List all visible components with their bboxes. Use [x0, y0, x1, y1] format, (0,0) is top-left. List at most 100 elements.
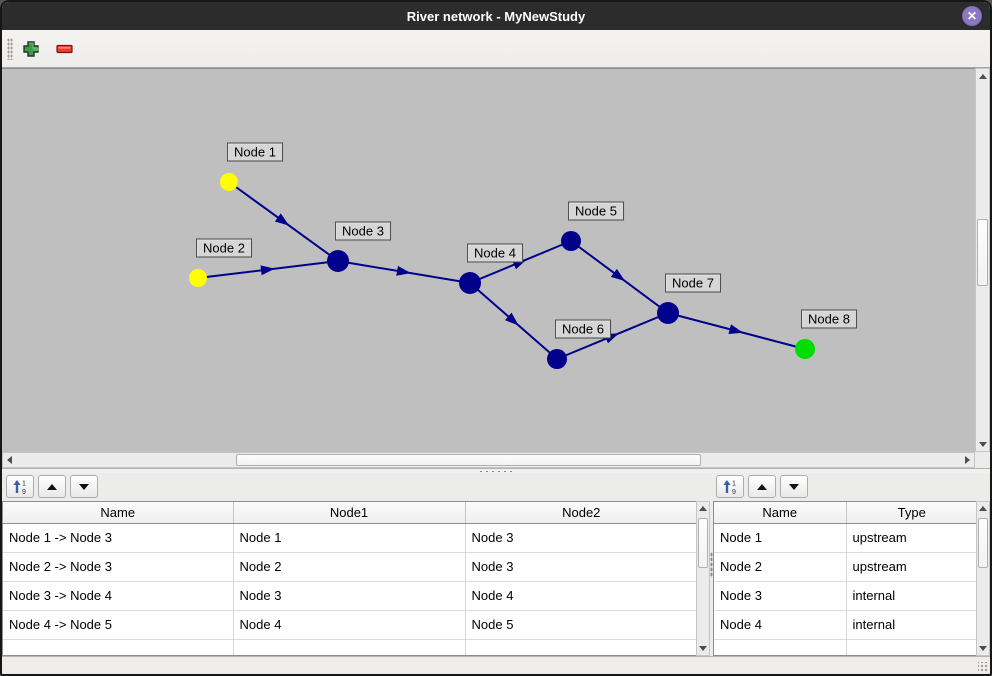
vscroll-thumb[interactable]	[977, 219, 988, 286]
reaches-move-down-button[interactable]	[70, 475, 98, 498]
vscroll-up-button[interactable]	[697, 502, 709, 515]
splitter-grip-icon	[478, 469, 514, 473]
horizontal-splitter[interactable]	[2, 468, 990, 473]
reaches-move-up-button[interactable]	[38, 475, 66, 498]
nodes-move-up-button[interactable]	[748, 475, 776, 498]
node-label[interactable]: Node 1	[227, 142, 283, 162]
cell-name[interactable]: Node 3	[714, 581, 847, 611]
hscroll-left-button[interactable]	[3, 453, 16, 467]
column-header-name[interactable]: Name	[3, 502, 234, 524]
cell-node2[interactable]: Node 5	[465, 610, 696, 640]
network-node[interactable]	[795, 339, 815, 359]
close-button[interactable]: ✕	[962, 6, 982, 26]
cell-name[interactable]: Node 2 -> Node 3	[3, 552, 234, 582]
move-down-icon	[79, 483, 89, 490]
network-node[interactable]	[561, 231, 581, 251]
network-node[interactable]	[547, 349, 567, 369]
cell-node2[interactable]: Node 3	[465, 523, 696, 553]
cell-type[interactable]: internal	[846, 610, 976, 640]
titlebar[interactable]: River network - MyNewStudy ✕	[2, 2, 990, 30]
cell-name[interactable]: Node 4	[714, 610, 847, 640]
cell-empty[interactable]	[714, 639, 847, 655]
cell-empty[interactable]	[465, 639, 696, 655]
cell-type[interactable]: upstream	[846, 552, 976, 582]
network-svg	[189, 173, 815, 369]
resize-grip-icon[interactable]	[978, 662, 988, 672]
network-node[interactable]	[459, 272, 481, 294]
arrow-up-icon	[699, 506, 707, 511]
flow-direction-arrow-icon	[504, 312, 519, 326]
vscroll-up-button[interactable]	[977, 502, 989, 515]
vscroll-down-button[interactable]	[977, 642, 989, 655]
cell-node2[interactable]: Node 3	[465, 552, 696, 582]
add-plus-icon	[23, 41, 39, 57]
cell-node2[interactable]: Node 4	[465, 581, 696, 611]
cell-empty[interactable]	[846, 639, 976, 655]
cell-empty[interactable]	[233, 639, 466, 655]
cell-node1[interactable]: Node 2	[233, 552, 466, 582]
cell-type[interactable]: internal	[846, 581, 976, 611]
add-node-button[interactable]	[20, 38, 42, 60]
sort-ascending-icon: 1 9	[13, 479, 26, 495]
node-label[interactable]: Node 2	[196, 238, 252, 258]
node-label[interactable]: Node 6	[555, 319, 611, 339]
vscroll-down-button[interactable]	[697, 642, 709, 655]
cell-name[interactable]: Node 4 -> Node 5	[3, 610, 234, 640]
move-up-icon	[757, 483, 767, 490]
vertical-splitter[interactable]	[710, 473, 713, 656]
cell-type[interactable]: upstream	[846, 523, 976, 553]
nodes-vscrollbar[interactable]	[976, 501, 990, 656]
hscroll-thumb[interactable]	[236, 454, 701, 466]
nodes-move-down-button[interactable]	[780, 475, 808, 498]
nodes-sort-button[interactable]: 1 9	[716, 475, 744, 498]
cell-name[interactable]: Node 3 -> Node 4	[3, 581, 234, 611]
canvas-vscrollbar[interactable]	[975, 68, 990, 452]
network-node[interactable]	[220, 173, 238, 191]
network-canvas[interactable]: Node 1 Node 2 Node 3 Node 4 Node 5 Node 6 Node…	[2, 68, 975, 452]
arrow-down-icon	[699, 646, 707, 651]
vscroll-thumb[interactable]	[698, 518, 708, 568]
nodes-toolbar: 1 9	[713, 473, 990, 501]
column-header-node1[interactable]: Node1	[233, 502, 466, 524]
node-label[interactable]: Node 3	[335, 221, 391, 241]
flow-direction-arrow-icon	[260, 265, 275, 276]
main-toolbar	[2, 30, 990, 68]
reaches-vscrollbar[interactable]	[696, 501, 710, 656]
vscroll-thumb[interactable]	[978, 518, 988, 568]
column-header-node2[interactable]: Node2	[465, 502, 696, 524]
node-label[interactable]: Node 7	[665, 273, 721, 293]
cell-name[interactable]: Node 2	[714, 552, 847, 582]
network-node[interactable]	[327, 250, 349, 272]
toolbar-grip-handle[interactable]	[7, 38, 13, 60]
vscroll-down-button[interactable]	[976, 437, 989, 451]
canvas-hscrollbar[interactable]	[2, 452, 975, 468]
vscroll-up-button[interactable]	[976, 69, 989, 83]
cell-name[interactable]: Node 1	[714, 523, 847, 553]
column-header-type[interactable]: Type	[846, 502, 976, 524]
close-icon: ✕	[966, 9, 978, 23]
node-label[interactable]: Node 5	[568, 201, 624, 221]
cell-node1[interactable]: Node 4	[233, 610, 466, 640]
node-label[interactable]: Node 8	[801, 309, 857, 329]
cell-empty[interactable]	[3, 639, 234, 655]
reaches-sort-button[interactable]: 1 9	[6, 475, 34, 498]
cell-name[interactable]: Node 1 -> Node 3	[3, 523, 234, 553]
flow-direction-arrow-icon	[728, 324, 744, 335]
svg-text:9: 9	[22, 489, 26, 495]
column-header-name[interactable]: Name	[714, 502, 847, 524]
remove-node-button[interactable]	[54, 38, 76, 60]
cell-node1[interactable]: Node 3	[233, 581, 466, 611]
cell-node1[interactable]: Node 1	[233, 523, 466, 553]
hscroll-right-button[interactable]	[961, 453, 974, 467]
node-label[interactable]: Node 4	[467, 243, 523, 263]
flow-direction-arrow-icon	[610, 268, 626, 282]
move-up-icon	[47, 483, 57, 490]
network-node[interactable]	[657, 302, 679, 324]
network-node[interactable]	[189, 269, 207, 287]
